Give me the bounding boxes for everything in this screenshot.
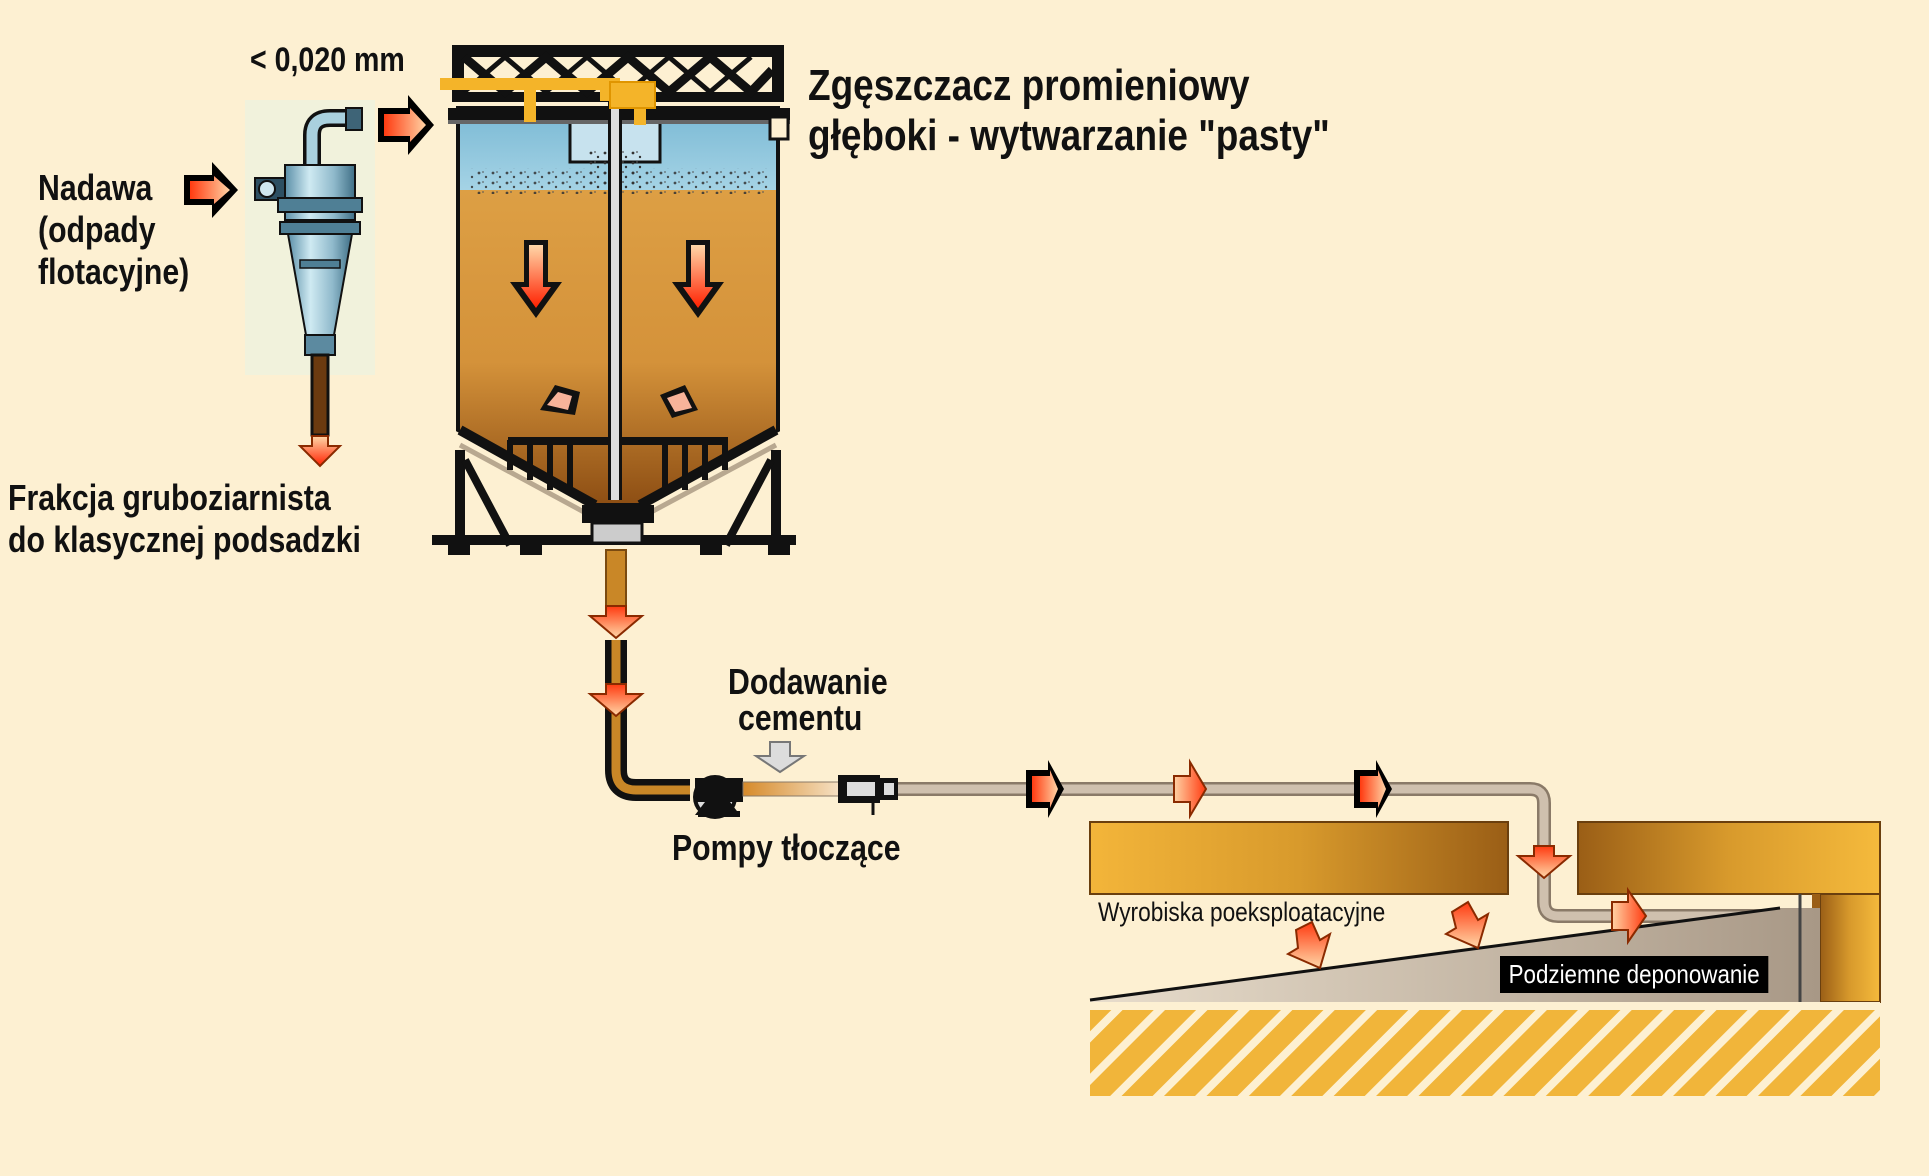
- cement-arrow-icon: [752, 741, 808, 774]
- hydrocyclone-icon: [245, 100, 375, 437]
- overflow-arrow-icon: [378, 95, 434, 155]
- flow-arrow-icon: [1173, 758, 1208, 820]
- feed-label-line3: flotacyjne): [38, 251, 190, 292]
- flow-arrow-icon: [1354, 760, 1392, 818]
- flow-arrow-icon: [297, 435, 343, 468]
- settling-arrows-icon: [510, 240, 724, 418]
- pump-icon: [693, 775, 743, 819]
- feed-label-line2: (odpady: [38, 209, 156, 250]
- cement-label-line1: Dodawanie: [728, 661, 888, 702]
- cement-label-line2: cementu: [738, 697, 863, 738]
- mined-out-label: Wyrobiska poeksploatacyjne: [1098, 897, 1386, 927]
- thickener-title-line2: głęboki - wytwarzanie "pasty": [808, 111, 1330, 160]
- flow-arrow-icon: [587, 683, 645, 718]
- thickener-tank-icon: [432, 45, 796, 555]
- pumps-label: Pompy tłoczące: [672, 827, 901, 868]
- thickener-title-line1: Zgęszczacz promieniowy: [808, 61, 1250, 110]
- coarse-fraction-line1: Frakcja gruboziarnista: [8, 477, 331, 518]
- flow-arrow-icon: [587, 605, 645, 640]
- mixer-icon: [838, 775, 898, 815]
- flow-arrow-icon: [1515, 845, 1573, 880]
- flow-arrow-icon: [1443, 900, 1490, 950]
- underground-deposit-label: Podziemne deponowanie: [1500, 956, 1769, 993]
- flow-arrow-icon: [1611, 886, 1648, 946]
- flow-arrow-icon: [1026, 760, 1064, 818]
- flow-arrow-icon: [1285, 920, 1332, 970]
- feed-arrow-icon: [184, 162, 238, 218]
- coarse-fraction-line2: do klasycznej podsadzki: [8, 519, 361, 560]
- feed-label-line1: Nadawa: [38, 167, 153, 208]
- fine-fraction-label: < 0,020 mm: [250, 41, 405, 79]
